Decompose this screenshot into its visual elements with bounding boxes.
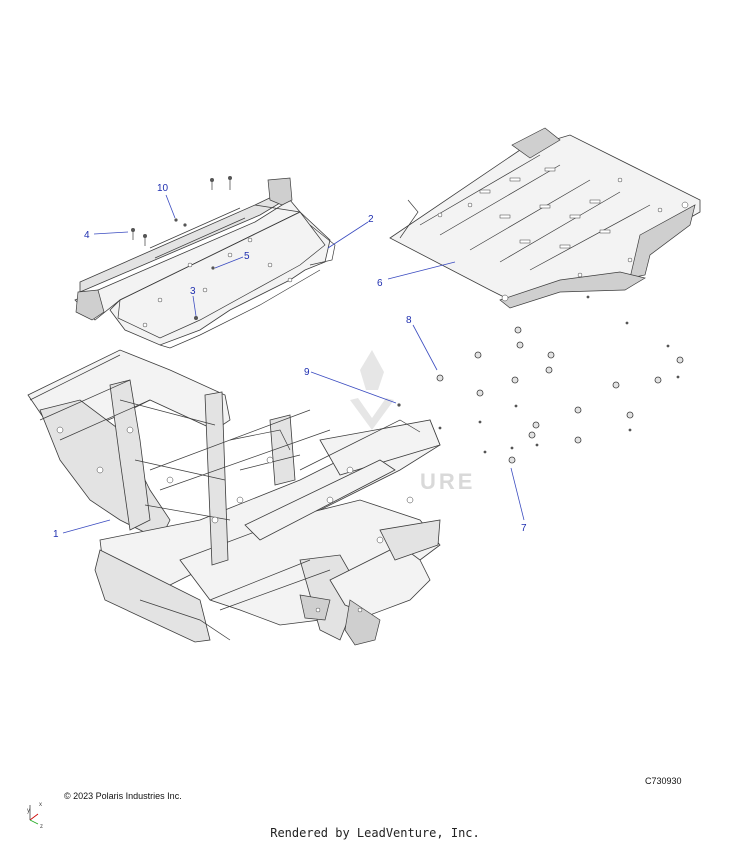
main-frame: [27, 349, 441, 646]
callout-10: 10: [157, 183, 176, 219]
footer-text: Rendered by LeadVenture, Inc.: [270, 826, 480, 840]
svg-text:2: 2: [368, 214, 374, 225]
svg-text:8: 8: [406, 315, 412, 326]
callout-5: 5: [214, 251, 250, 269]
callout-8: 8: [406, 315, 438, 371]
callout-2: 2: [327, 214, 374, 249]
watermark: URE: [350, 350, 475, 494]
axis-x-label: x: [39, 802, 42, 808]
svg-text:7: 7: [521, 523, 527, 534]
axis-triad: x y z: [27, 802, 43, 830]
seat-support-tray: [74, 176, 336, 349]
svg-text:6: 6: [377, 278, 383, 289]
callout-4: 4: [84, 230, 129, 241]
callout-1: 1: [53, 519, 111, 540]
svg-text:9: 9: [304, 367, 310, 378]
callout-6: 6: [377, 261, 456, 289]
copyright-text: © 2023 Polaris Industries Inc.: [64, 791, 182, 801]
callout-9: 9: [304, 367, 397, 404]
svg-text:10: 10: [157, 183, 169, 194]
svg-text:3: 3: [190, 286, 196, 297]
bolt-set-upper: [131, 176, 232, 320]
callout-7: 7: [510, 467, 527, 534]
diagram-code: C730930: [645, 776, 682, 786]
svg-text:5: 5: [244, 251, 250, 262]
watermark-text: URE: [420, 469, 475, 494]
axis-y-label: y: [27, 808, 30, 814]
svg-text:4: 4: [84, 230, 90, 241]
floor-fasteners: [397, 295, 684, 464]
svg-text:1: 1: [53, 529, 59, 540]
axis-z-label: z: [40, 824, 43, 830]
callout-3: 3: [190, 286, 197, 317]
floor-pan: [389, 127, 701, 309]
